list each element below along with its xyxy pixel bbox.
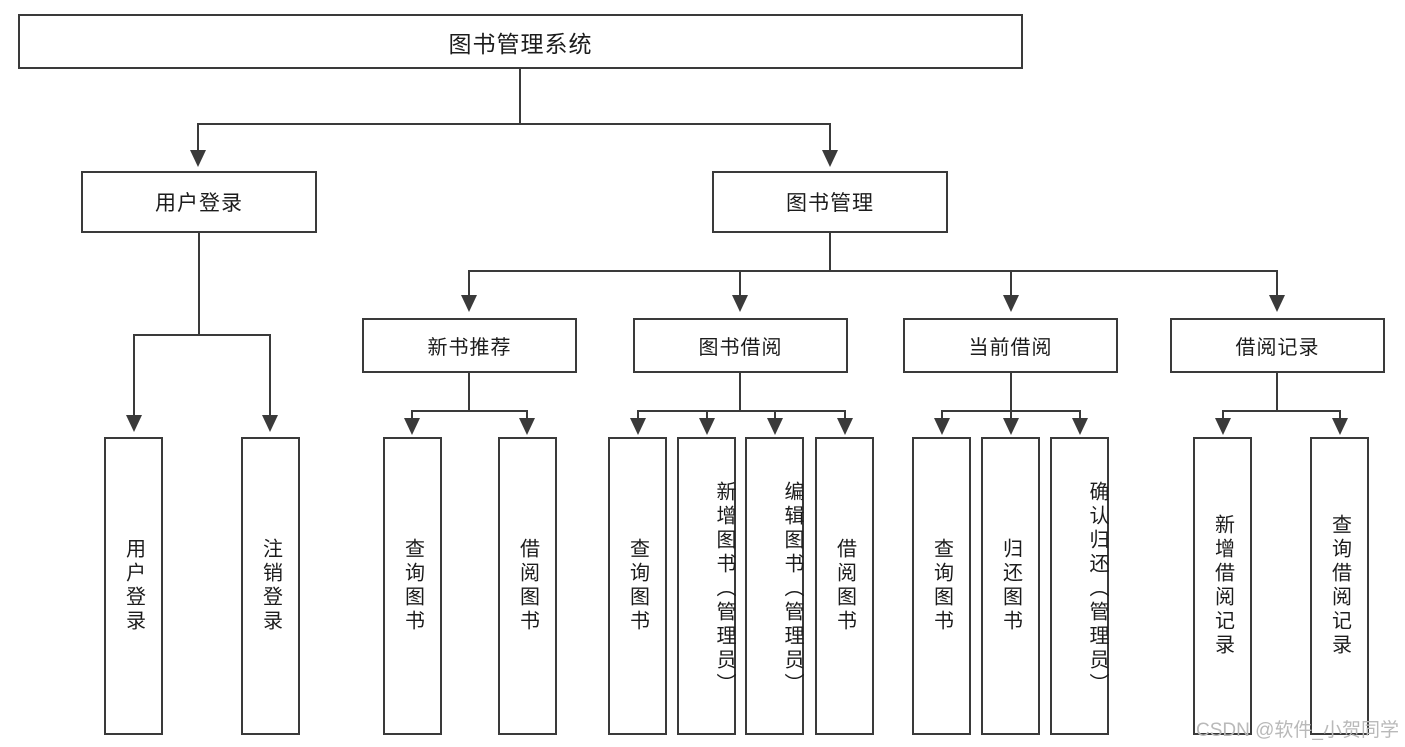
connector-drop-leaf-user-login (133, 334, 135, 418)
arrow-cb-query-book (934, 418, 950, 435)
node-label: 编辑图书（管理员） (781, 481, 803, 697)
connector-book-management-stem (829, 233, 831, 271)
connector-drop-bb-add (706, 410, 708, 420)
node-label: 注销登录 (259, 538, 282, 634)
node-label: 借阅图书 (833, 538, 856, 634)
connector-drop-cb-confirm (1079, 410, 1081, 420)
node-user-login[interactable]: 用户登录 (81, 171, 317, 233)
node-label: 用户登录 (122, 538, 145, 634)
connector-borrow-record-stem (1276, 373, 1278, 411)
node-leaf-cb-query-book[interactable]: 查询图书 (912, 437, 971, 735)
connector-user-login-stem (198, 233, 200, 335)
connector-new-book-bus (411, 410, 527, 412)
node-leaf-cb-confirm-return[interactable]: 确认归还（管理员） (1050, 437, 1109, 735)
connector-drop-cb-query (941, 410, 943, 420)
node-label: 查询借阅记录 (1328, 514, 1351, 658)
node-leaf-user-login[interactable]: 用户登录 (104, 437, 163, 735)
node-label: 确认归还（管理员） (1086, 481, 1108, 697)
arrow-br-query-record (1332, 418, 1348, 435)
arrow-book-management (822, 150, 838, 167)
node-leaf-bb-query-book[interactable]: 查询图书 (608, 437, 667, 735)
arrow-bb-add-book (699, 418, 715, 435)
arrow-user-login (190, 150, 206, 167)
connector-drop-current-borrow (1010, 270, 1012, 297)
node-leaf-br-add-record[interactable]: 新增借阅记录 (1193, 437, 1252, 735)
node-label: 图书管理 (786, 192, 874, 215)
arrow-bb-query-book (630, 418, 646, 435)
arrow-br-add-record (1215, 418, 1231, 435)
node-leaf-nb-query-book[interactable]: 查询图书 (383, 437, 442, 735)
connector-level1-bus (197, 123, 831, 125)
connector-drop-user-login (197, 123, 199, 153)
arrow-cb-confirm-return (1072, 418, 1088, 435)
node-label: 新书推荐 (427, 337, 512, 359)
connector-drop-bb-borrow (844, 410, 846, 420)
connector-user-login-bus (133, 334, 270, 336)
node-label: 新增图书（管理员） (713, 481, 735, 697)
node-leaf-logout[interactable]: 注销登录 (241, 437, 300, 735)
connector-drop-br-query (1339, 410, 1341, 420)
connector-current-borrow-stem (1010, 373, 1012, 411)
arrow-new-book-recommend (461, 295, 477, 312)
connector-drop-bb-edit (774, 410, 776, 420)
connector-drop-borrow-record (1276, 270, 1278, 297)
connector-borrow-record-bus (1222, 410, 1340, 412)
node-label: 查询图书 (401, 538, 424, 634)
node-current-borrow[interactable]: 当前借阅 (903, 318, 1118, 373)
arrow-book-borrow (732, 295, 748, 312)
connector-drop-book-management (829, 123, 831, 153)
node-label: 归还图书 (999, 538, 1022, 634)
connector-drop-br-add (1222, 410, 1224, 420)
node-leaf-bb-edit-book[interactable]: 编辑图书（管理员） (745, 437, 804, 735)
arrow-nb-query-book (404, 418, 420, 435)
node-label: 用户登录 (155, 192, 243, 215)
arrow-leaf-logout (262, 415, 278, 432)
node-leaf-nb-borrow-book[interactable]: 借阅图书 (498, 437, 557, 735)
connector-drop-book-borrow (739, 270, 741, 297)
arrow-current-borrow (1003, 295, 1019, 312)
arrow-borrow-record (1269, 295, 1285, 312)
connector-drop-cb-return (1010, 410, 1012, 420)
node-label: 借阅记录 (1235, 337, 1320, 359)
connector-drop-bb-query (637, 410, 639, 420)
arrow-leaf-user-login (126, 415, 142, 432)
node-leaf-bb-add-book[interactable]: 新增图书（管理员） (677, 437, 736, 735)
node-label: 借阅图书 (516, 538, 539, 634)
node-borrow-record[interactable]: 借阅记录 (1170, 318, 1385, 373)
node-label: 当前借阅 (968, 337, 1053, 359)
connector-level3-bus (468, 270, 1278, 272)
connector-drop-leaf-logout (269, 334, 271, 418)
arrow-bb-edit-book (767, 418, 783, 435)
connector-book-borrow-stem (739, 373, 741, 411)
connector-new-book-stem (468, 373, 470, 411)
node-label: 图书管理系统 (448, 30, 593, 57)
node-label: 查询图书 (626, 538, 649, 634)
connector-book-borrow-bus (637, 410, 845, 412)
node-leaf-br-query-record[interactable]: 查询借阅记录 (1310, 437, 1369, 735)
connector-root-stem (519, 69, 521, 124)
arrow-nb-borrow-book (519, 418, 535, 435)
node-root-book-management-system[interactable]: 图书管理系统 (18, 14, 1023, 69)
connector-drop-new-book (468, 270, 470, 297)
node-leaf-cb-return-book[interactable]: 归还图书 (981, 437, 1040, 735)
node-label: 查询图书 (930, 538, 953, 634)
node-label: 图书借阅 (698, 337, 783, 359)
connector-drop-nb-borrow (526, 410, 528, 420)
node-leaf-bb-borrow-book[interactable]: 借阅图书 (815, 437, 874, 735)
node-new-book-recommend[interactable]: 新书推荐 (362, 318, 577, 373)
node-label: 新增借阅记录 (1211, 514, 1234, 658)
node-book-borrow[interactable]: 图书借阅 (633, 318, 848, 373)
arrow-cb-return-book (1003, 418, 1019, 435)
arrow-bb-borrow-book (837, 418, 853, 435)
connector-drop-nb-query (411, 410, 413, 420)
node-book-management[interactable]: 图书管理 (712, 171, 948, 233)
